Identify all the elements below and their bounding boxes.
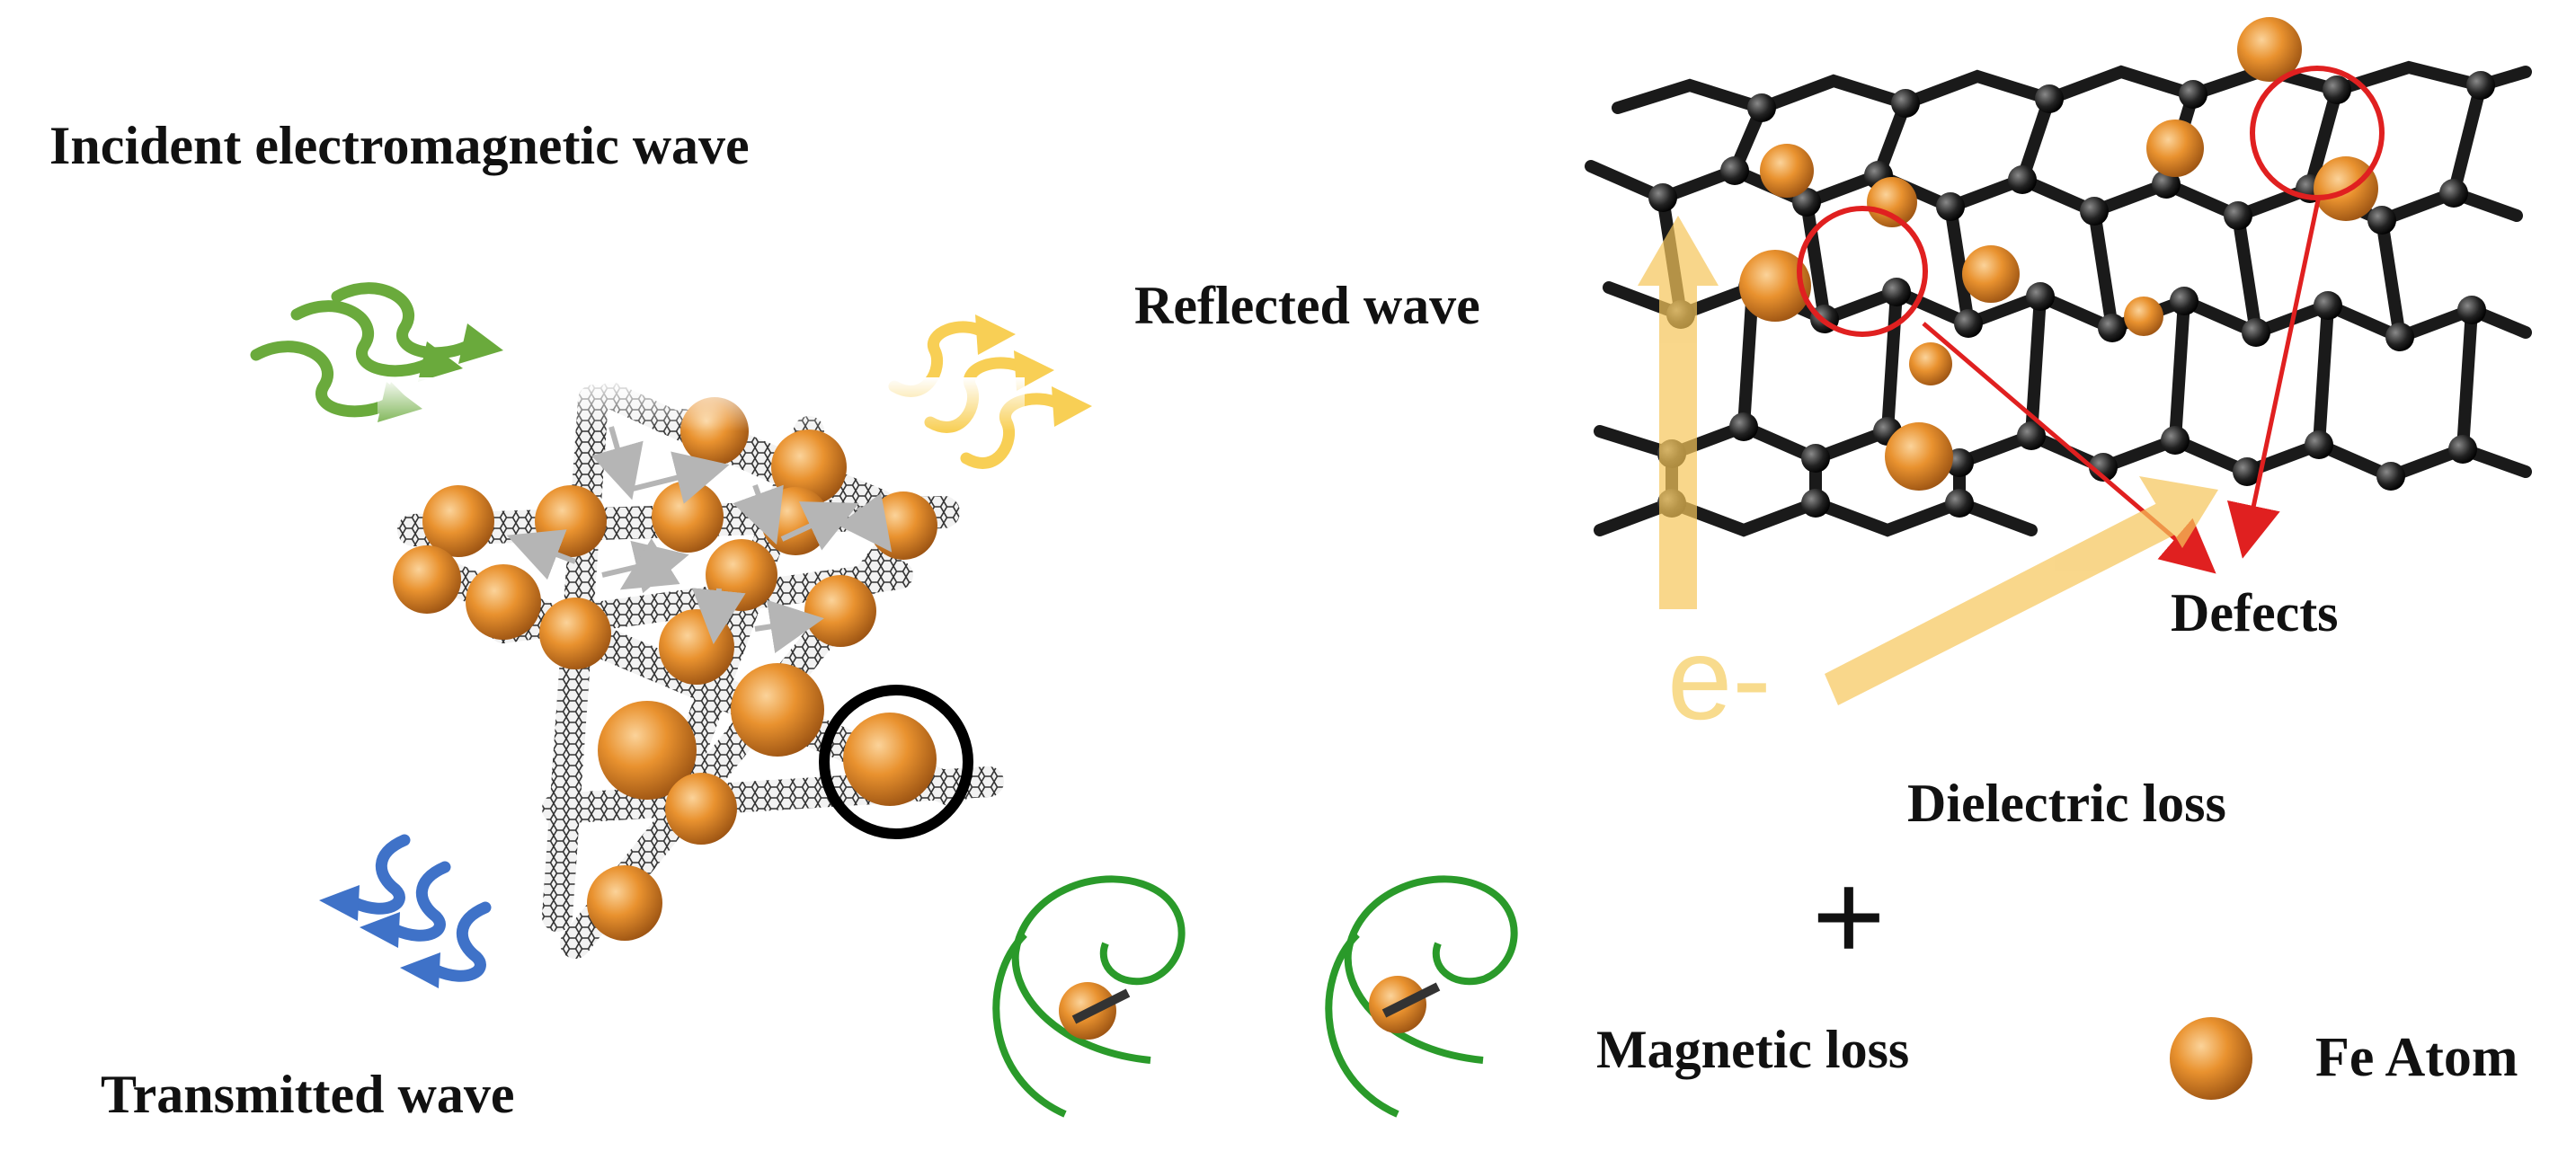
plus-sign: +: [1812, 846, 1886, 987]
dielectric-loss-label: Dielectric loss: [1907, 774, 2226, 833]
defects-label: Defects: [2171, 583, 2339, 642]
transmitted-wave-arrows: [349, 834, 492, 982]
electron-arrows: [1638, 216, 2218, 705]
defect-pointer-2: [2226, 195, 2322, 559]
magnetic-spiral-2: [1325, 875, 1518, 1118]
fe-atoms-graphene: [1739, 17, 2378, 491]
internal-reflection-arrows: [506, 426, 893, 653]
incident-wave-label: Incident electromagnetic wave: [49, 116, 750, 175]
fe-atom-legend-label: Fe Atom: [2315, 1027, 2518, 1088]
cnt-network: [378, 377, 1025, 959]
transmitted-arrowheads: [319, 885, 440, 988]
graphene-sheet: [1585, 17, 2535, 719]
defect-circle-1: [1797, 206, 1928, 337]
reflected-wave-label: Reflected wave: [1134, 276, 1480, 335]
electron-label: e-: [1667, 613, 1772, 744]
transmitted-wave-label: Transmitted wave: [101, 1065, 515, 1124]
legend-fe-atom-icon: [2170, 1017, 2252, 1100]
incident-wave-2: [290, 300, 442, 377]
incident-wave-1: [250, 341, 402, 418]
magnetic-spiral-1: [992, 875, 1186, 1118]
highlight-circle: [819, 685, 973, 839]
magnetic-loss-label: Magnetic loss: [1596, 1020, 1910, 1079]
